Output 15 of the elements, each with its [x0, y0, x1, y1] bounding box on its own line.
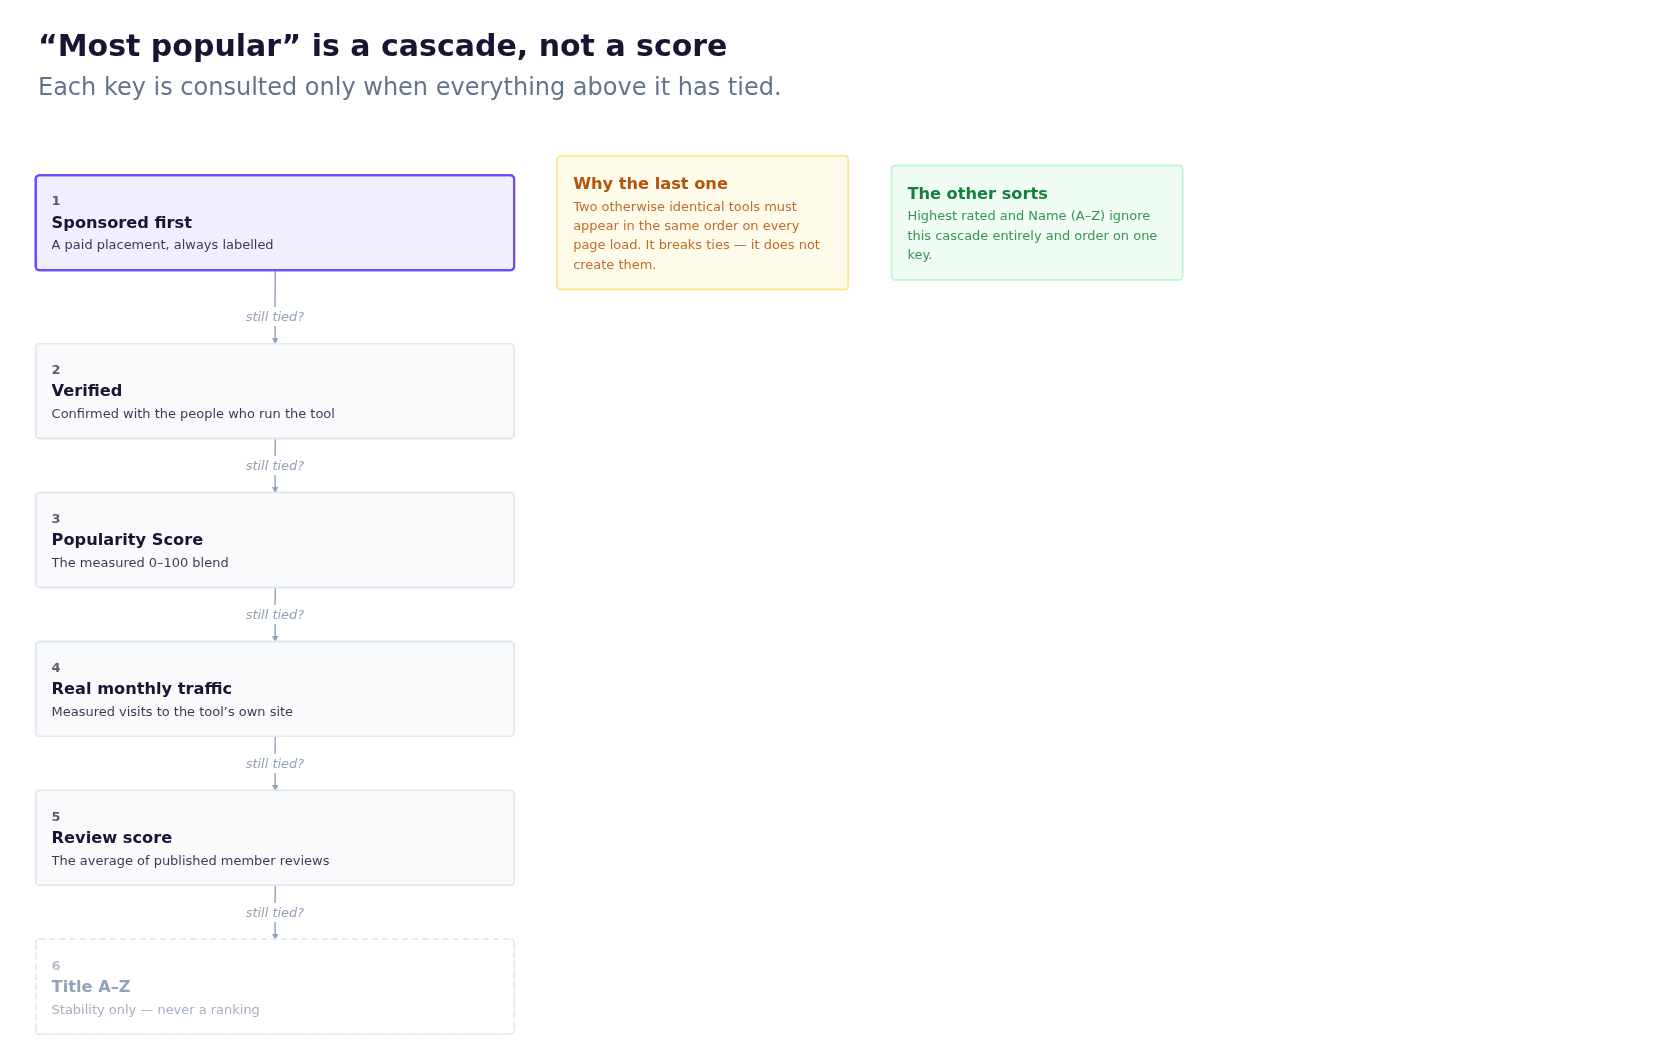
- diagram-subtitle: Each key is consulted only when everything above it has tied.: [38, 73, 782, 101]
- step-box: 2 Verified Confirmed with the people who run the tool: [35, 342, 515, 440]
- edge-label: still tied?: [245, 902, 305, 923]
- edge-label: still tied?: [245, 306, 305, 327]
- edge-label: still tied?: [245, 455, 305, 476]
- edge-label: still tied?: [245, 753, 305, 774]
- step-box: 6 Title A–Z Stability only — never a ranking: [35, 938, 515, 1035]
- note-box: The other sorts Highest rated and Name (A–Z) ignore this cascade entirely and order on one key.: [890, 164, 1184, 281]
- step-box: 1 Sponsored first A paid placement, always labelled: [34, 174, 516, 272]
- edge-label: still tied?: [245, 604, 305, 625]
- note-box: Why the last one Two otherwise identical tools must appear in the same order on every page load. It breaks ties — it does not create them.: [556, 155, 850, 291]
- step-box: 3 Popularity Score The measured 0–100 blend: [35, 491, 515, 589]
- diagram-title: “Most popular” is a cascade, not a score: [38, 28, 728, 63]
- step-box: 5 Review score The average of published member reviews: [35, 789, 515, 886]
- step-box: 4 Real monthly traffic Measured visits to the tool’s own site: [35, 640, 515, 738]
